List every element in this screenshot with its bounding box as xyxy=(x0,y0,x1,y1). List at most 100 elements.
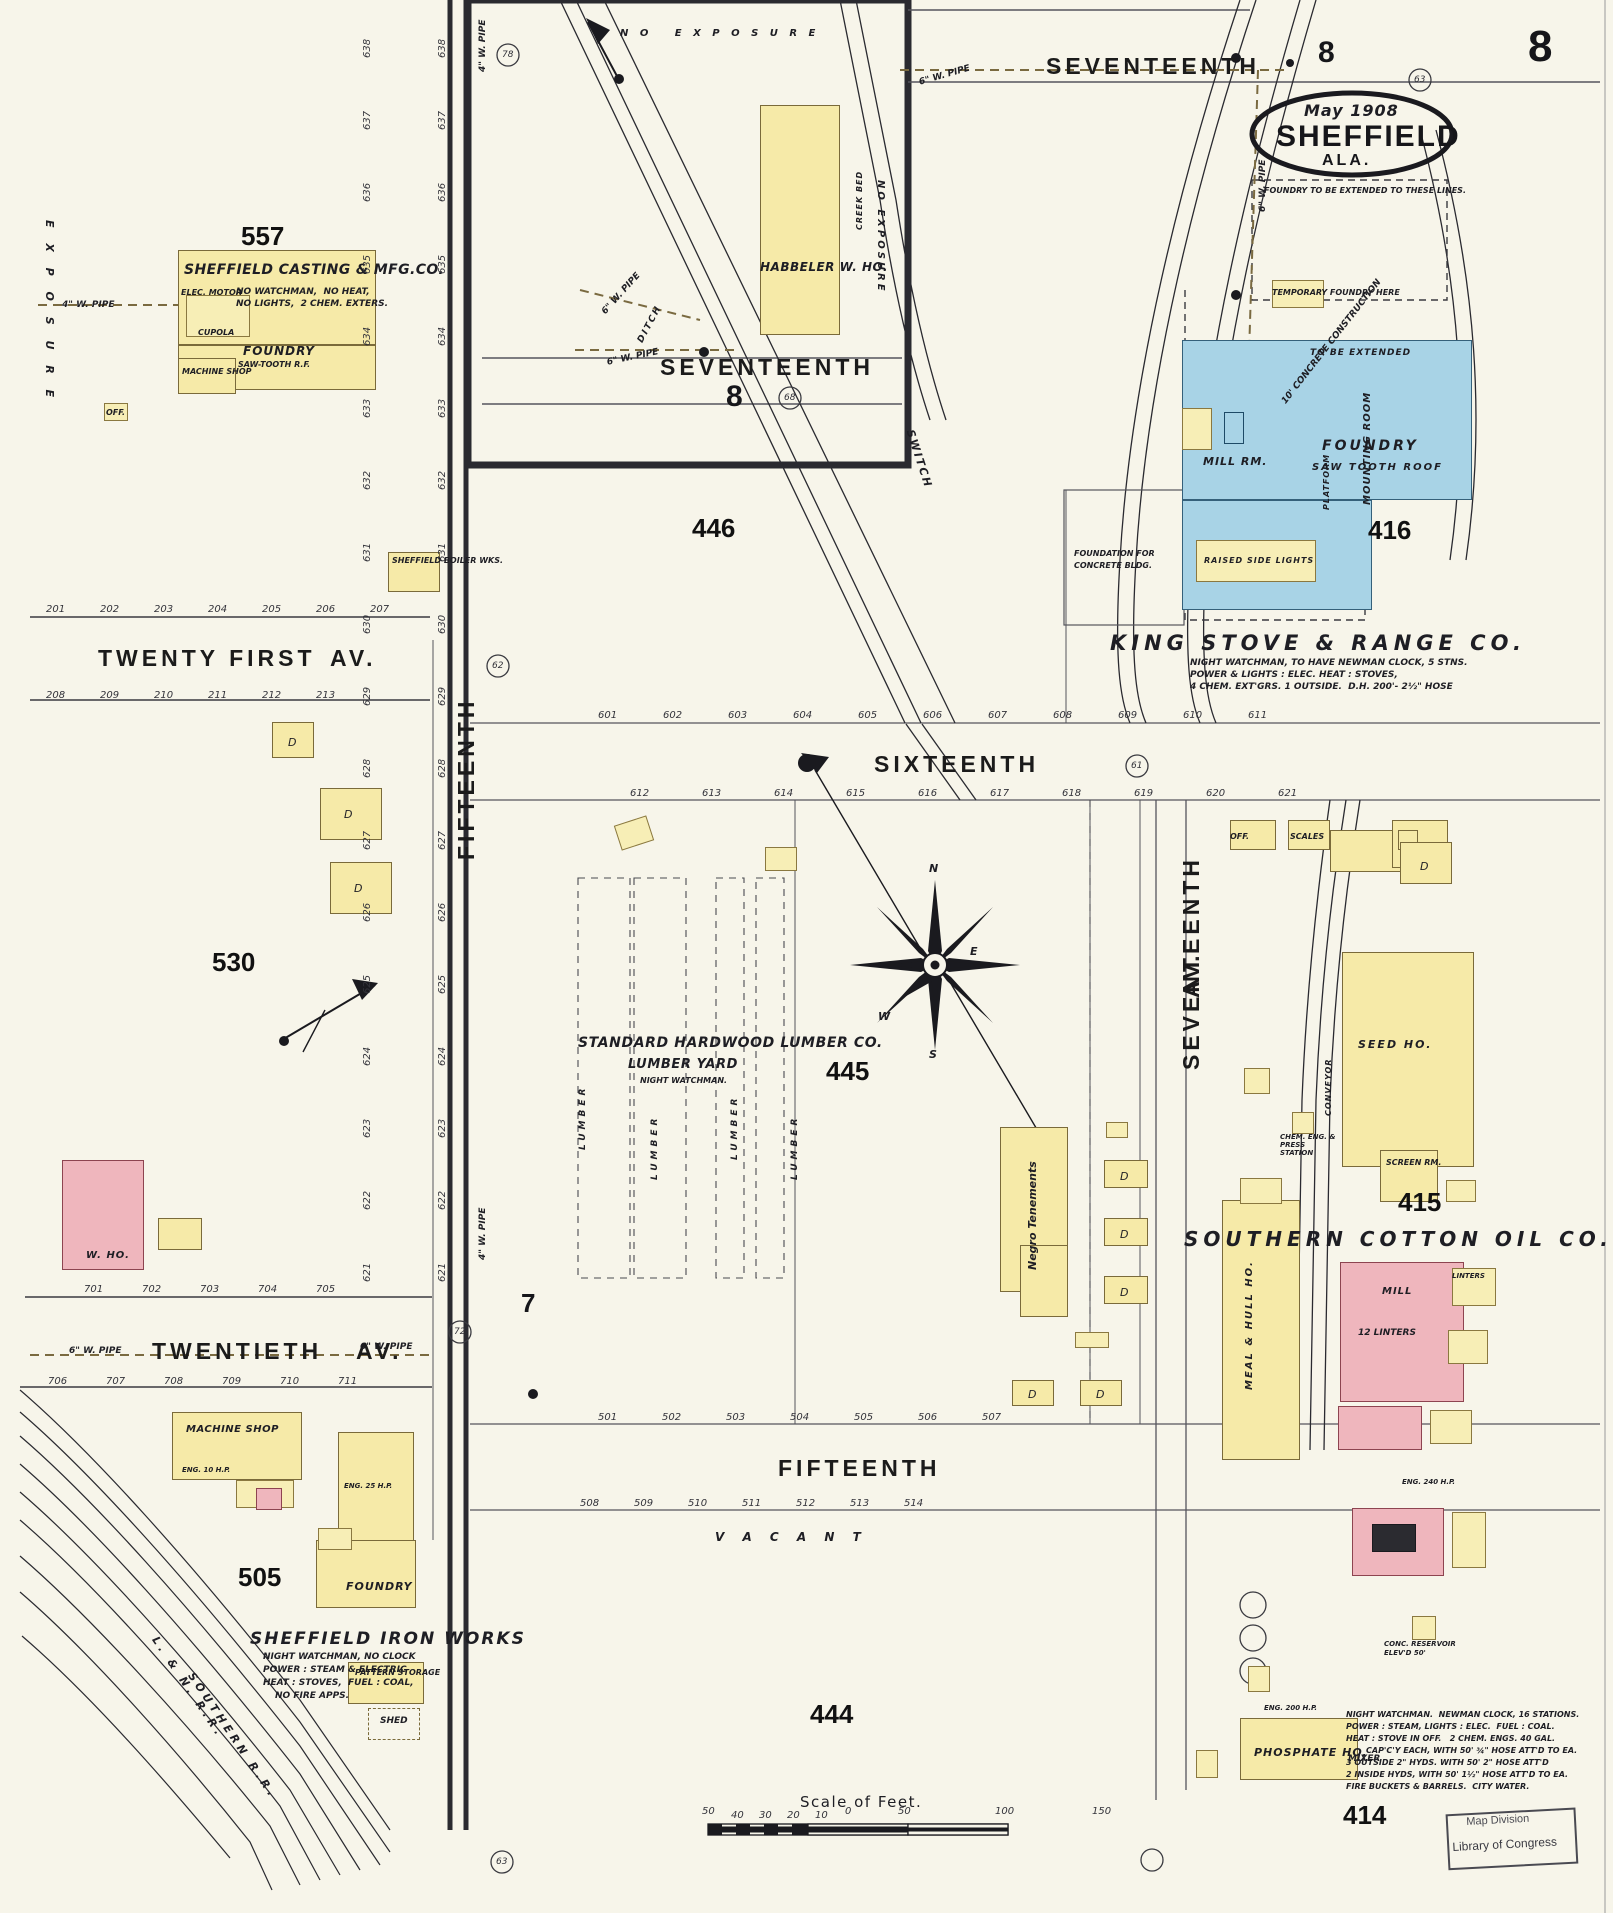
depth-number-624: 624 xyxy=(437,1046,448,1066)
label-cotton-oil-note-1: NIGHT WATCHMAN. NEWMAN CLOCK, 16 STATION… xyxy=(1346,1710,1580,1719)
scale-tick-30: 30 xyxy=(759,1810,772,1821)
label-iron-works-note-1: NIGHT WATCHMAN, NO CLOCK xyxy=(263,1652,416,1662)
building-pattern-storage xyxy=(348,1662,424,1704)
label-4w-pipe-3: 4" W. PIPE xyxy=(478,1207,488,1260)
label-eng-25hp: ENG. 25 H.P. xyxy=(344,1482,393,1490)
label-mill: MILL xyxy=(1382,1286,1413,1297)
lot-607: 607 xyxy=(988,710,1008,721)
compass-label-e: E xyxy=(970,945,978,958)
compass-label-w: W xyxy=(878,1010,891,1023)
label-dwelling-530-a: D xyxy=(288,736,297,749)
building-dwelling-445-a xyxy=(1104,1160,1148,1188)
label-eng-240hp: ENG. 240 H.P. xyxy=(1402,1478,1456,1486)
label-machine-shop-505: MACHINE SHOP xyxy=(186,1424,279,1435)
lot-209: 209 xyxy=(100,690,120,701)
street-label-seventeenth-inset: SEVENTEENTH xyxy=(660,354,874,380)
building-temporary-foundry xyxy=(1272,280,1324,308)
depth-number-629: 629 xyxy=(437,686,448,706)
block-number-415: 415 xyxy=(1398,1187,1442,1217)
depth-number-631: 631 xyxy=(437,542,448,562)
building-dwelling-415 xyxy=(1400,842,1452,884)
depth-number-west-621: 621 xyxy=(362,1262,373,1282)
lot-205: 205 xyxy=(262,604,282,615)
label-king-mounting-room: MOUNTING ROOM xyxy=(1362,391,1373,505)
label-sheffield-casting-note-1: NO WATCHMAN, NO HEAT, xyxy=(236,287,370,297)
label-dwelling-445-d: D xyxy=(1028,1388,1037,1401)
depth-number-west-636: 636 xyxy=(362,182,373,202)
scale-tick-100: 100 xyxy=(995,1806,1015,1817)
scale-bar xyxy=(707,1823,1009,1836)
depth-number-west-628: 628 xyxy=(362,758,373,778)
label-dwelling-415: D xyxy=(1420,860,1429,873)
building-cupola-room xyxy=(186,295,250,337)
lot-611: 611 xyxy=(1248,710,1268,721)
lot-616: 616 xyxy=(918,788,938,799)
building-linters xyxy=(1452,1268,1496,1306)
label-dwelling-530-b: D xyxy=(344,808,353,821)
scale-tick-50L: 50 xyxy=(702,1806,715,1817)
label-sheffield-iron-works-name: SHEFFIELD IRON WORKS xyxy=(250,1629,526,1649)
block-number-414: 414 xyxy=(1343,1800,1387,1830)
cartouche-state: ALA. xyxy=(1322,152,1372,169)
building-445-shed xyxy=(1075,1332,1109,1348)
lot-710: 710 xyxy=(280,1376,300,1387)
lot-509: 509 xyxy=(634,1498,654,1509)
lot-508: 508 xyxy=(580,1498,600,1509)
lot-213: 213 xyxy=(316,690,336,701)
depth-number-633: 633 xyxy=(437,398,448,418)
lot-506: 506 xyxy=(918,1412,938,1423)
label-king-stove-note-2: POWER & LIGHTS : ELEC. HEAT : STOVES, xyxy=(1190,670,1398,680)
label-shed-505: SHED xyxy=(380,1716,408,1726)
label-6w-pipe-2: 6" W. PIPE xyxy=(360,1342,413,1352)
depth-number-636: 636 xyxy=(437,182,448,202)
depth-number-west-622: 622 xyxy=(362,1190,373,1210)
depth-number-west-624: 624 xyxy=(362,1046,373,1066)
scale-label: Scale of Feet. xyxy=(800,1793,923,1811)
label-iron-works-note-3: HEAT : STOVES, FUEL : COAL, xyxy=(263,1678,414,1688)
building-chem-eng-station xyxy=(1292,1112,1314,1134)
block-number-505: 505 xyxy=(238,1562,282,1592)
circled-number-61: 61 xyxy=(1131,761,1143,771)
label-office-cotton: OFF. xyxy=(1230,832,1250,841)
block-number-416: 416 xyxy=(1368,515,1412,545)
label-sheffield-casting-name: SHEFFIELD CASTING & MFG.CO. xyxy=(184,262,445,278)
label-cotton-oil-note-6: 2 INSIDE HYDS, WITH 50' 1½" HOSE ATT'D T… xyxy=(1346,1770,1569,1779)
depth-number-627: 627 xyxy=(437,830,448,850)
lot-711: 711 xyxy=(338,1376,358,1387)
building-shed-505 xyxy=(368,1708,420,1740)
label-no-exposure-vert: NO EXPOSURE xyxy=(875,180,886,294)
lot-704: 704 xyxy=(258,1284,278,1295)
building-meal-hull-house xyxy=(1222,1200,1300,1460)
street-label-sixteenth: SIXTEENTH xyxy=(874,751,1040,777)
label-dwelling-445-a: D xyxy=(1120,1170,1129,1183)
label-cotton-oil-note-3: HEAT : STOVE IN OFF. 2 CHEM. ENGS. 40 GA… xyxy=(1346,1734,1556,1743)
building-king-platform xyxy=(1196,540,1316,582)
compass-rose xyxy=(798,753,1060,1165)
building-seed-house xyxy=(1342,952,1474,1167)
label-meal-hull-house: MEAL & HULL HO. xyxy=(1244,1260,1255,1390)
label-king-stove-name: KING STOVE & RANGE CO. xyxy=(1110,631,1526,655)
building-dwelling-445-c xyxy=(1104,1276,1148,1304)
lot-507: 507 xyxy=(982,1412,1002,1423)
label-king-foundry: FOUNDRY xyxy=(1322,438,1419,454)
label-to-be-extended: TO BE EXTENDED xyxy=(1310,348,1412,358)
label-dwelling-530-c: D xyxy=(354,882,363,895)
lot-201: 201 xyxy=(46,604,66,615)
depth-number-west-626: 626 xyxy=(362,902,373,922)
depth-number-634: 634 xyxy=(437,326,448,346)
depth-number-626: 626 xyxy=(437,902,448,922)
building-dwelling-445-b xyxy=(1104,1218,1148,1246)
lot-605: 605 xyxy=(858,710,878,721)
building-dwelling-445-e xyxy=(1080,1380,1122,1406)
label-king-mill-rm: MILL RM. xyxy=(1203,455,1268,468)
lot-505: 505 xyxy=(854,1412,874,1423)
street-number-seventeenth-inset: 8 xyxy=(726,380,743,413)
label-standard-hardwood-sub: LUMBER YARD xyxy=(628,1057,739,1072)
lot-207: 207 xyxy=(370,604,390,615)
building-foundry-505 xyxy=(316,1540,416,1608)
label-saw-tooth-rf-557: SAW-TOOTH R.F. xyxy=(238,360,311,369)
compass-label-n: N xyxy=(929,862,939,875)
scale-tick-40: 40 xyxy=(731,1810,744,1821)
label-cotton-oil-note-7: FIRE BUCKETS & BARRELS. CITY WATER. xyxy=(1346,1782,1530,1791)
